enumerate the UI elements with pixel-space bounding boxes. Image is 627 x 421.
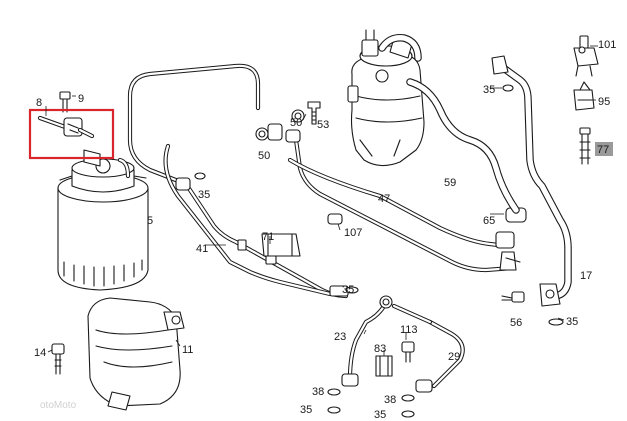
fuel-filter	[57, 149, 149, 291]
callout-8: 8	[36, 97, 42, 109]
leader-lines	[45, 45, 598, 356]
bolt-part-56	[501, 291, 564, 326]
callout-56: 56	[510, 317, 522, 329]
callout-11: 11	[182, 344, 193, 356]
highlight-box	[28, 108, 115, 160]
callout-17: 17	[580, 270, 592, 282]
callout-35-right: 35	[566, 316, 578, 328]
pipe-part-23	[341, 295, 393, 387]
hose-part-17	[491, 55, 572, 307]
hose-part-59	[378, 33, 520, 214]
pipe-part-29	[391, 303, 433, 393]
callout-77: 77	[597, 144, 609, 156]
fuel-lines	[127, 63, 515, 389]
callout-35-mid: 35	[342, 284, 354, 296]
callout-labels: 8 9 5 41 71 107 47 59 65 53 50 50 35 35 …	[34, 39, 616, 421]
callout-41: 41	[196, 243, 208, 255]
callout-9: 9	[78, 93, 84, 105]
heat-shield	[87, 297, 185, 411]
callout-38-right: 38	[384, 394, 396, 406]
connector-part-8	[37, 115, 95, 139]
callout-59: 59	[444, 177, 456, 189]
callout-29: 29	[448, 351, 460, 363]
callout-71: 71	[262, 231, 274, 243]
connector-part-95	[573, 81, 595, 111]
bracket-part-83	[375, 355, 393, 377]
fitting-part-113	[401, 341, 415, 363]
callout-83: 83	[374, 343, 386, 355]
callout-35-filter: 35	[198, 189, 210, 201]
callout-38-left: 38	[312, 386, 324, 398]
callout-77-highlight	[595, 142, 613, 156]
callout-107: 107	[344, 227, 362, 239]
callout-50-upper: 50	[290, 117, 302, 129]
watermark: otoMoto	[40, 400, 77, 411]
callout-47: 47	[378, 193, 390, 205]
sensor-part-101	[573, 35, 599, 77]
callout-35-bottom-right: 35	[374, 409, 386, 421]
callout-14: 14	[34, 347, 46, 359]
callout-5: 5	[147, 215, 153, 227]
bolt-part-14	[51, 343, 65, 375]
washers	[194, 84, 514, 418]
fuel-pump-assembly	[347, 29, 425, 167]
callout-101: 101	[598, 39, 616, 51]
plug-part-77	[579, 127, 591, 165]
callout-53: 53	[317, 119, 329, 131]
fittings-50-53	[255, 101, 321, 143]
callout-23: 23	[334, 331, 346, 343]
callout-113: 113	[400, 324, 418, 336]
callout-35-bottom-left: 35	[300, 404, 312, 416]
callout-65: 65	[483, 215, 495, 227]
callout-50-lower: 50	[258, 150, 270, 162]
callout-95: 95	[598, 96, 610, 108]
pipe-fittings	[175, 177, 527, 297]
callout-35-top-right: 35	[483, 84, 495, 96]
